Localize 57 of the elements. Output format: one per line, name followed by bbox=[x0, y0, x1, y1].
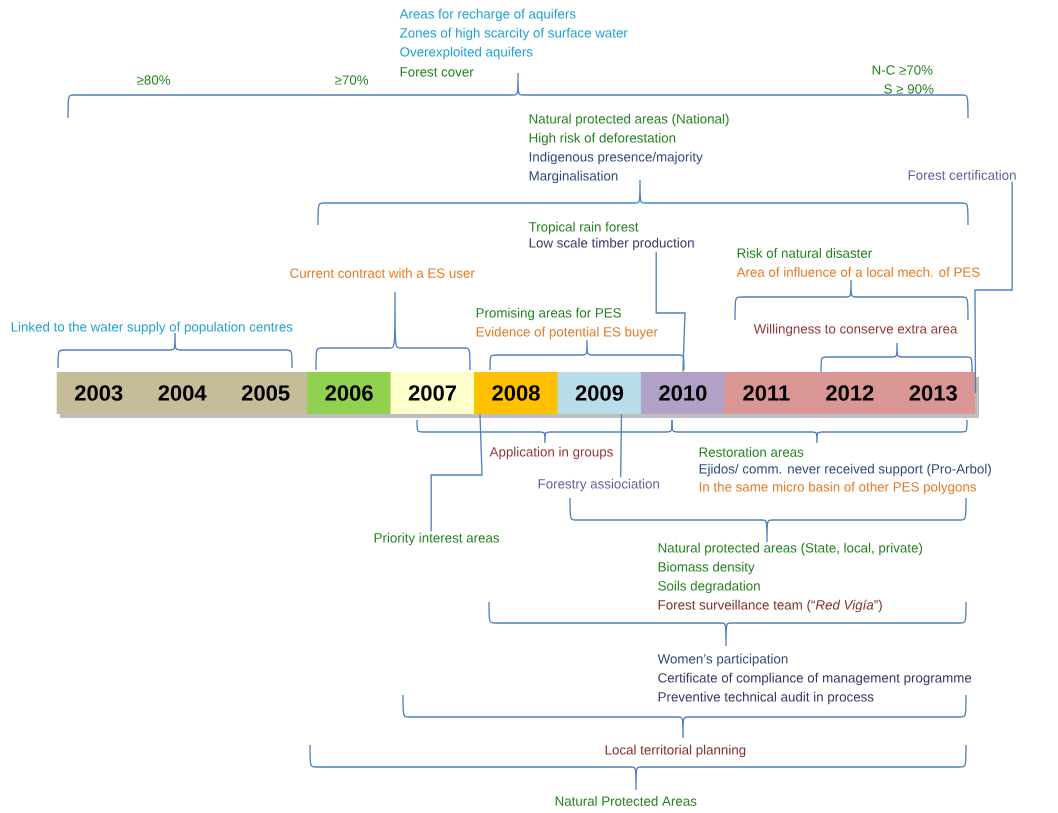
criterion-text: Natural protected areas (State, local, private) bbox=[658, 542, 923, 556]
criterion-text: Zones of high scarcity of surface water bbox=[400, 27, 628, 41]
criterion-text: Natural Protected Areas bbox=[555, 796, 697, 806]
leader-line bbox=[430, 413, 483, 532]
criterion-text: Forest certification bbox=[908, 170, 1016, 180]
criterion-text: Ejidos/ comm. never received support (Pro-Arbol) bbox=[699, 463, 991, 477]
node-label: 2013 bbox=[909, 385, 957, 401]
criterion-text: Natural protected areas (National) bbox=[529, 113, 729, 127]
criterion-text: Certificate of compliance of management programme bbox=[658, 672, 972, 686]
criterion-text: Application in groups bbox=[489, 446, 613, 460]
criterion-text: Forestry assiociation bbox=[538, 478, 659, 492]
node-label: 2004 bbox=[158, 385, 207, 401]
year-cell: 2006 bbox=[307, 372, 392, 414]
year-cell: 2012 bbox=[807, 372, 892, 414]
year-cell: 2010 bbox=[640, 372, 725, 414]
criterion-text: N-C ≥70% bbox=[872, 65, 933, 75]
criterion-text: Tropical rain forest Low scale timber production bbox=[528, 221, 694, 251]
criterion-text: Biomass density bbox=[658, 561, 755, 575]
criterion-text: Forest cover bbox=[400, 67, 474, 77]
node-label: 2005 bbox=[241, 385, 290, 401]
criterion-text: High risk of deforestation bbox=[529, 132, 676, 146]
criterion-text: S ≥ 90% bbox=[884, 84, 934, 94]
year-cell: 2004 bbox=[140, 372, 225, 414]
node-label: 2003 bbox=[75, 385, 123, 401]
criterion-text: Indigenous presence/majority bbox=[529, 151, 703, 165]
criterion-text: Local territorial planning bbox=[605, 744, 746, 758]
criterion-text: Restoration areas bbox=[699, 447, 804, 457]
leader-line bbox=[655, 251, 686, 373]
criterion-text: Women’s participation bbox=[657, 653, 788, 667]
criterion-text: Preventive technical audit in process bbox=[658, 691, 874, 705]
criterion-text: Soils degradation bbox=[658, 580, 760, 594]
year-cell: 2013 bbox=[891, 372, 976, 414]
criterion-text: In the same micro basin of other PES polygons bbox=[699, 481, 976, 495]
criterion-text: Areas for recharge of aquifers bbox=[399, 8, 576, 22]
criterion-text: Forest surveillance team (“Red Vigía”) bbox=[658, 599, 882, 613]
criterion-text: Risk of natural disaster bbox=[737, 248, 872, 258]
criterion-text: ≥80% bbox=[137, 75, 171, 85]
year-cell: 2003 bbox=[56, 372, 141, 414]
year-cell: 2009 bbox=[557, 372, 642, 414]
criterion-text: Promising areas for PES bbox=[476, 307, 621, 321]
year-cell: 2007 bbox=[390, 372, 475, 414]
criterion-text: Evidence of potential ES buyer bbox=[476, 326, 658, 340]
criterion-text: Marginalisation bbox=[529, 170, 618, 184]
criterion-text: Overexploited aquifers bbox=[400, 46, 533, 60]
year-cell: 2005 bbox=[223, 372, 308, 414]
node-label: 2012 bbox=[826, 385, 874, 401]
year-cell: 2008 bbox=[474, 372, 558, 414]
leader-line bbox=[620, 413, 623, 478]
leader-line bbox=[974, 180, 1013, 394]
criterion-text: Willingness to conserve extra area bbox=[753, 323, 958, 337]
criterion-text: Linked to the water supply of population centres bbox=[11, 321, 293, 335]
year-cell: 2011 bbox=[724, 372, 809, 414]
node-label: 2011 bbox=[743, 385, 790, 401]
criterion-text: Area of influence of a local mech. of PES bbox=[736, 267, 980, 277]
criterion-text: Current contract with a ES user bbox=[290, 268, 475, 278]
criterion-text: ≥70% bbox=[335, 75, 369, 85]
criterion-text: Priority interest areas bbox=[374, 532, 500, 546]
